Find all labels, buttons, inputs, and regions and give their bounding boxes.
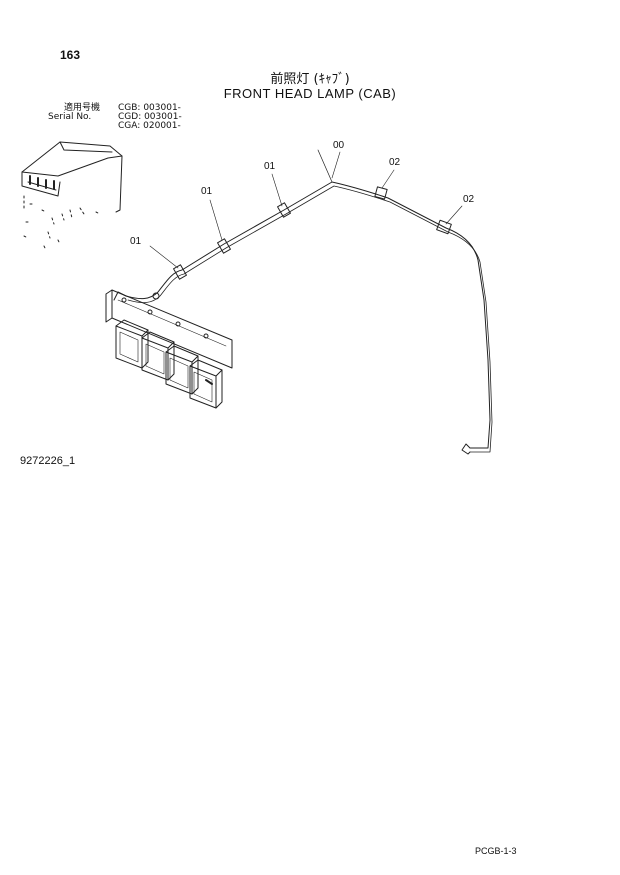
- page-title: FRONT HEAD LAMP (CAB): [223, 86, 397, 101]
- callout-leaders: [149, 151, 463, 269]
- wiring-harness: [113, 149, 493, 455]
- serial-range-cgb: CGB: 003001-: [118, 103, 181, 113]
- serial-number-label: Serial No.: [48, 112, 92, 122]
- callout-label-clip: 02: [389, 157, 401, 168]
- page-code: PCGB-1-3: [475, 846, 517, 856]
- callout-label-clamp: 01: [201, 186, 213, 197]
- applicable-machines-label: 適用号機: [64, 103, 101, 113]
- cab-locator-thumbnail: [21, 141, 123, 251]
- serial-range-cgd: CGD: 003001-: [118, 112, 182, 122]
- page-number: 163: [60, 48, 81, 62]
- head-lamp-assembly: [105, 289, 233, 409]
- callout-label-clamp: 01: [130, 236, 142, 247]
- callout-label-harness: 00: [333, 140, 345, 151]
- drawing-number: 9272226_1: [20, 455, 76, 467]
- callout-label-clip: 02: [463, 194, 475, 205]
- serial-range-cga: CGA: 020001-: [118, 121, 181, 131]
- callout-label-clamp: 01: [264, 161, 276, 172]
- page-title-japanese: 前照灯 (ｷｬﾌﾞ): [270, 72, 350, 87]
- harness-clamps: [173, 186, 452, 280]
